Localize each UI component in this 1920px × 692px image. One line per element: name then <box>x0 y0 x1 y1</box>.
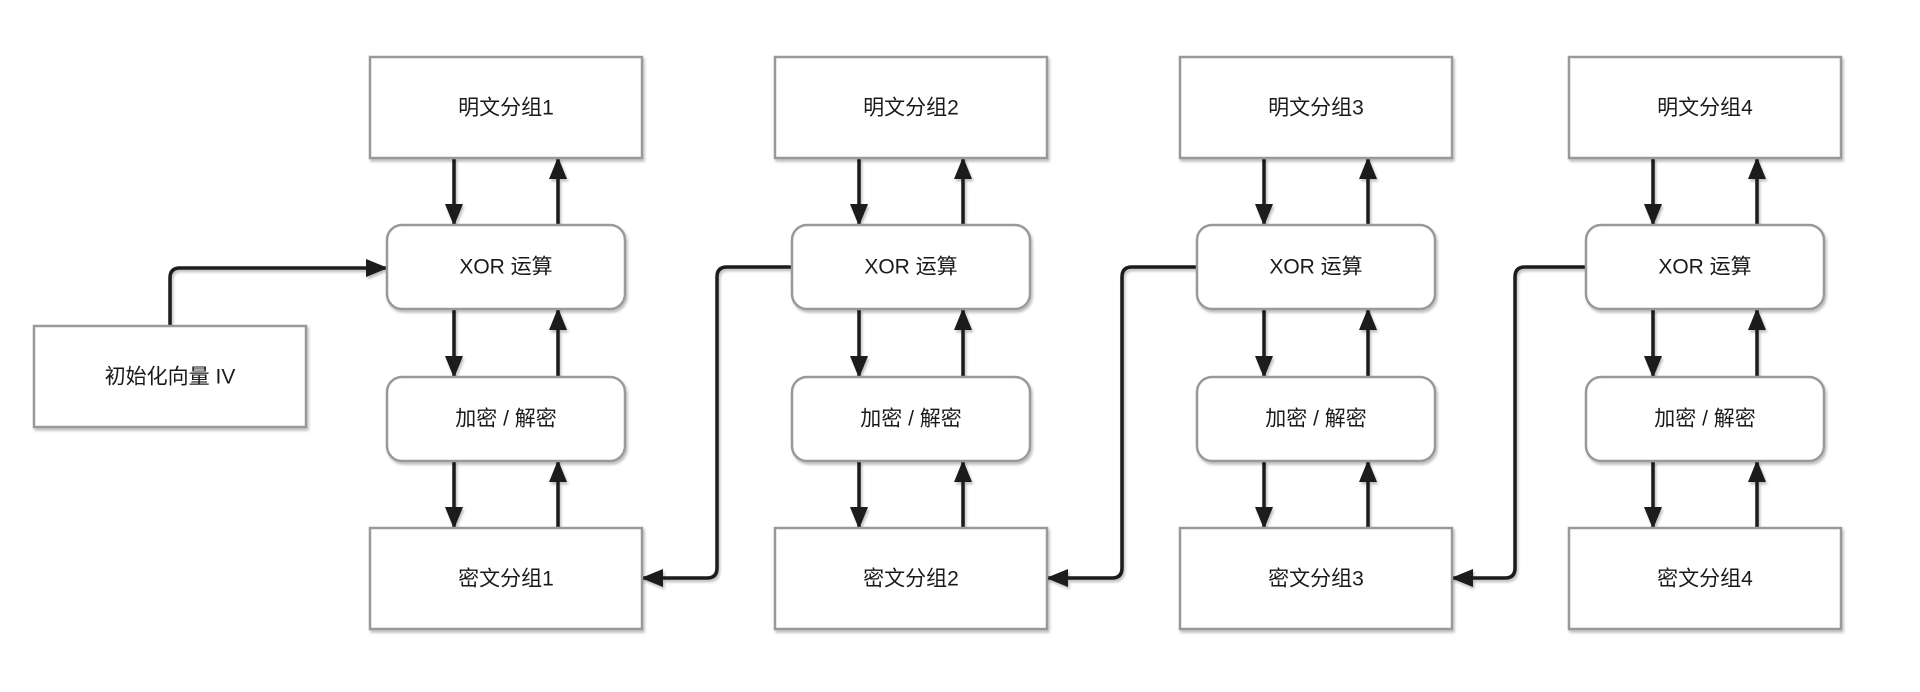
encrypt-decrypt-3-label: 加密 / 解密 <box>1265 408 1367 431</box>
encrypt-decrypt-2-label: 加密 / 解密 <box>860 408 962 431</box>
ciphertext-block-1-box <box>368 526 644 631</box>
xor-1-label: XOR 运算 <box>459 256 552 279</box>
plaintext-block-2-box <box>773 55 1049 160</box>
chain-xor-4-to-ciphertext-3-edge <box>1451 265 1586 587</box>
xor-4-box <box>1584 223 1826 311</box>
connectors-layer <box>168 157 1766 587</box>
iv-to-xor-1-edge <box>168 259 388 326</box>
column-1: 明文分组1 XOR 运算 加密 / 解密 密文分组1 <box>368 55 644 631</box>
column-2: 明文分组2 XOR 运算 加密 / 解密 密文分组2 <box>773 55 1049 631</box>
column-4: 明文分组4 XOR 运算 加密 / 解密 密文分组4 <box>1567 55 1843 631</box>
xor-3-label: XOR 运算 <box>1269 256 1362 279</box>
xor-1-box <box>385 223 627 311</box>
encrypt-decrypt-3-box <box>1195 375 1437 463</box>
chain-xor-2-to-ciphertext-1-edge <box>641 265 792 587</box>
ciphertext-block-4-label: 密文分组4 <box>1657 568 1753 591</box>
xor-2-label: XOR 运算 <box>864 256 957 279</box>
chain-xor-3-to-ciphertext-2-edge <box>1046 265 1197 587</box>
ciphertext-block-3-label: 密文分组3 <box>1268 568 1364 591</box>
xor-4-label: XOR 运算 <box>1658 256 1751 279</box>
plaintext-block-3-label: 明文分组3 <box>1268 97 1364 120</box>
iv-node: 初始化向量 IV <box>32 324 308 429</box>
ciphertext-block-2-label: 密文分组2 <box>863 568 959 591</box>
xor-3-box <box>1195 223 1437 311</box>
plaintext-block-3-box <box>1178 55 1454 160</box>
iv-box <box>32 324 308 429</box>
ciphertext-block-2-box <box>773 526 1049 631</box>
iv-label: 初始化向量 IV <box>105 366 236 389</box>
encrypt-decrypt-1-box <box>385 375 627 463</box>
encrypt-decrypt-4-box <box>1584 375 1826 463</box>
encrypt-decrypt-1-label: 加密 / 解密 <box>455 408 557 431</box>
plaintext-block-4-label: 明文分组4 <box>1657 97 1753 120</box>
plaintext-block-4-box <box>1567 55 1843 160</box>
column-3: 明文分组3 XOR 运算 加密 / 解密 密文分组3 <box>1178 55 1454 631</box>
ciphertext-block-1-label: 密文分组1 <box>458 568 554 591</box>
ciphertext-block-3-box <box>1178 526 1454 631</box>
encrypt-decrypt-2-box <box>790 375 1032 463</box>
xor-2-box <box>790 223 1032 311</box>
encrypt-decrypt-4-label: 加密 / 解密 <box>1654 408 1756 431</box>
plaintext-block-1-box <box>368 55 644 160</box>
ciphertext-block-4-box <box>1567 526 1843 631</box>
plaintext-block-1-label: 明文分组1 <box>458 97 554 120</box>
plaintext-block-2-label: 明文分组2 <box>863 97 959 120</box>
